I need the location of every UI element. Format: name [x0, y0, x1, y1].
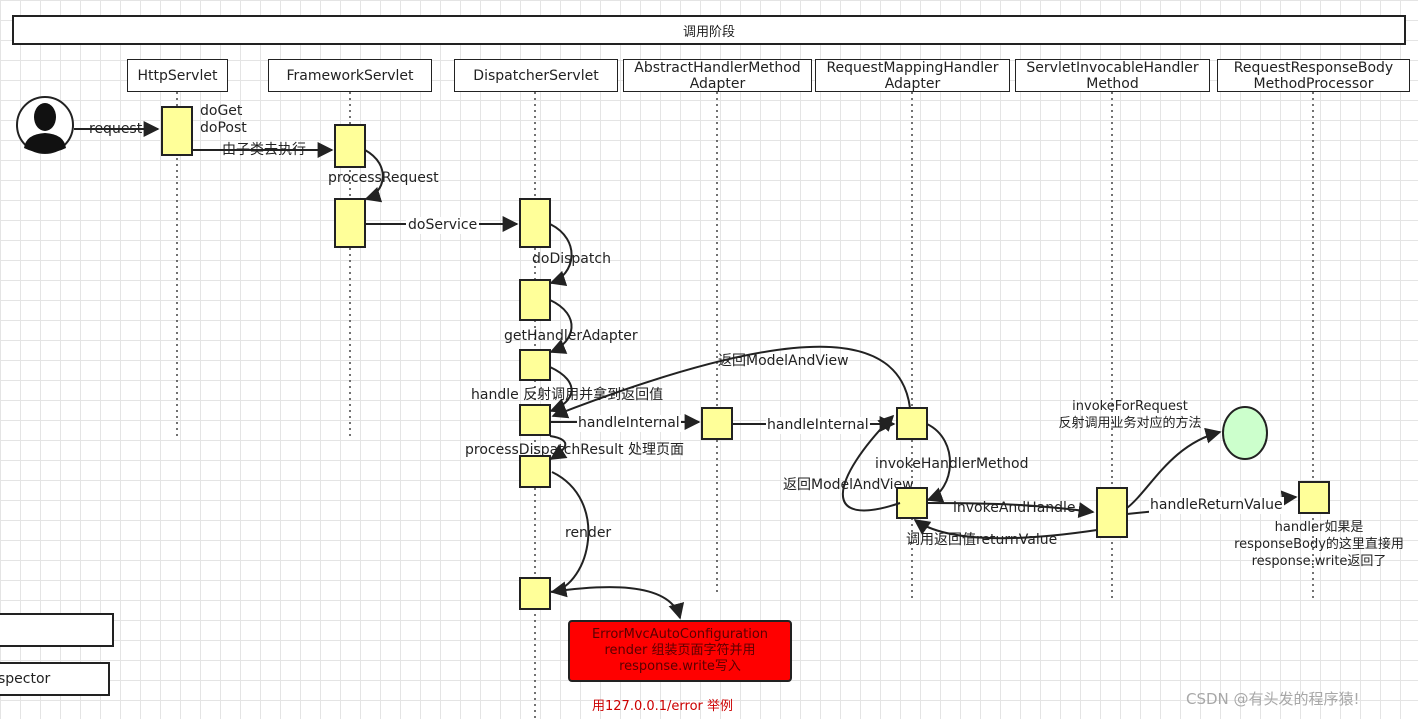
label-handle-return-value: handleReturnValue — [1149, 497, 1284, 514]
error-render-box: ErrorMvcAutoConfiguration render 组装页面字符并… — [568, 620, 792, 682]
lifeline-requestresponsebodymethodprocessor: RequestResponseBody MethodProcessor — [1217, 59, 1410, 92]
activation-dispatcher-2 — [519, 279, 551, 321]
activation-dispatcher-6 — [519, 577, 551, 610]
label-doget-dopost: doGet doPost — [200, 103, 247, 136]
activation-invocable-method — [1096, 487, 1128, 538]
lifeline-dispatcherservlet: DispatcherServlet — [454, 59, 618, 92]
label-handler-note: handler如果是 responseBody的这里直接用 response.w… — [1234, 520, 1404, 569]
activation-framework-2 — [334, 198, 366, 248]
label-invoke-for-request: invokeForRequest 反射调用业务对应的方法 — [1058, 399, 1202, 431]
activation-dispatcher-5 — [519, 455, 551, 488]
lifeline-abstracthandlermethodadapter: AbstractHandlerMethod Adapter — [623, 59, 812, 92]
label-call-return-value: 调用返回值returnValue — [906, 532, 1058, 548]
label-process-request: processRequest — [328, 170, 439, 186]
side-box-2-label: spector — [0, 671, 51, 687]
activation-dispatcher-3 — [519, 349, 551, 381]
arrow-get-handler-adapter — [549, 299, 573, 354]
label-invoke-handler-method: invokeHandlerMethod — [875, 456, 1029, 472]
label-request: request — [89, 121, 143, 137]
label-process-dispatch-result: processDispatchResult 处理页面 — [465, 442, 684, 458]
side-box-2: spector — [0, 662, 110, 696]
arrow-invoke-and-handle — [926, 502, 1095, 519]
arrow-process-dispatch-result — [549, 435, 568, 460]
lifeline-frameworkservlet: FrameworkServlet — [268, 59, 432, 92]
arrow-render — [550, 471, 590, 598]
label-return-mav-top: 返回ModelAndView — [718, 353, 849, 369]
label-do-dispatch: doDispatch — [532, 251, 611, 267]
activation-framework-1 — [334, 124, 366, 168]
label-subclass-exec: 由子类去执行 — [222, 142, 306, 158]
label-do-service: doService — [406, 217, 480, 234]
activation-mapping-adapter-1 — [896, 407, 928, 440]
activation-return-processor — [1298, 481, 1330, 514]
lifeline-servletinvocablehandlermethod: ServletInvocableHandler Method — [1015, 59, 1210, 92]
activation-abstract-adapter — [701, 407, 733, 440]
arrow-invoke-for-request — [1126, 427, 1222, 509]
label-handle: handle 反射调用并拿到返回值 — [471, 387, 664, 403]
label-invoke-and-handle: invokeAndHandle — [953, 500, 1076, 516]
phase-title: 调用阶段 — [12, 15, 1406, 45]
activation-httpservlet — [161, 106, 193, 156]
label-return-mav-bottom: 返回ModelAndView — [783, 477, 914, 493]
watermark: CSDN @有头发的程序猿! — [1186, 690, 1360, 708]
actor-icon — [16, 96, 74, 154]
label-handle-internal-2: handleInternal — [766, 417, 870, 434]
arrow-return-mav-top — [551, 345, 911, 419]
lifeline-httpservlet: HttpServlet — [127, 59, 228, 92]
side-box-1 — [0, 613, 114, 647]
arrow-invoke-handler-method — [926, 423, 951, 503]
arrow-return-mav-bottom — [841, 414, 901, 512]
arrow-process-request — [364, 149, 384, 203]
label-error-example: 用127.0.0.1/error 举例 — [592, 699, 734, 714]
end-node — [1222, 406, 1268, 460]
label-get-handler-adapter: getHandlerAdapter — [504, 328, 638, 344]
label-handle-internal-1: handleInternal — [577, 415, 681, 432]
arrow-call-return-value — [913, 519, 1098, 540]
arrow-error-render — [549, 586, 685, 620]
activation-dispatcher-1 — [519, 198, 551, 248]
label-render: render — [565, 525, 612, 541]
arrow-do-dispatch — [549, 223, 573, 287]
lifeline-requestmappinghandleradapter: RequestMappingHandler Adapter — [815, 59, 1010, 92]
activation-dispatcher-4 — [519, 404, 551, 436]
